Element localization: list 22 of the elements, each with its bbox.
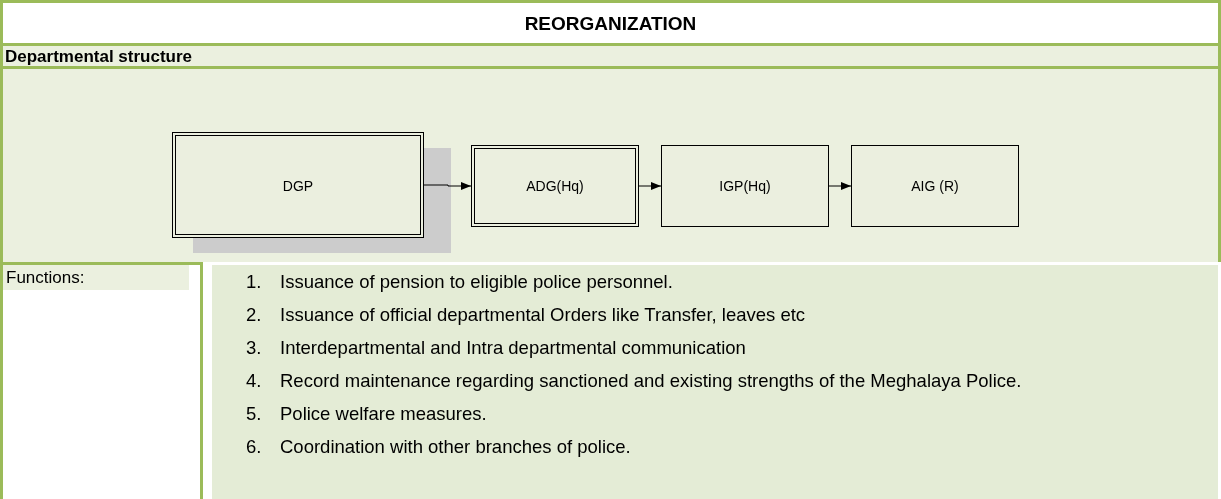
list-number: 4.: [246, 369, 262, 393]
process-box: ADG(Hq): [471, 145, 639, 227]
table-title: REORGANIZATION: [523, 13, 698, 35]
list-number: 3.: [246, 336, 262, 360]
list-item: Coordination with other branches of police.: [280, 435, 632, 459]
list-item: Interdepartmental and Intra departmental communication: [280, 336, 747, 360]
list-item: Issuance of pension to eligible police personnel.: [280, 270, 674, 294]
list-number: 2.: [246, 303, 262, 327]
section-heading: Departmental structure: [5, 46, 193, 67]
process-box: AIG (R): [851, 145, 1019, 227]
list-number: 6.: [246, 435, 262, 459]
list-item: Record maintenance regarding sanctioned and existing strengths of the Meghalaya Police.: [280, 369, 1023, 393]
process-box: DGP: [172, 132, 424, 238]
list-number: 1.: [246, 270, 262, 294]
functions-label: Functions:: [3, 265, 189, 290]
list-item: Issuance of official departmental Orders like Transfer, leaves etc: [280, 303, 807, 327]
arrow: [638, 182, 662, 190]
arrow: [828, 182, 852, 190]
arrow: [423, 182, 472, 190]
process-box: IGP(Hq): [661, 145, 829, 227]
list-item: Police welfare measures.: [280, 402, 488, 426]
list-number: 5.: [246, 402, 262, 426]
